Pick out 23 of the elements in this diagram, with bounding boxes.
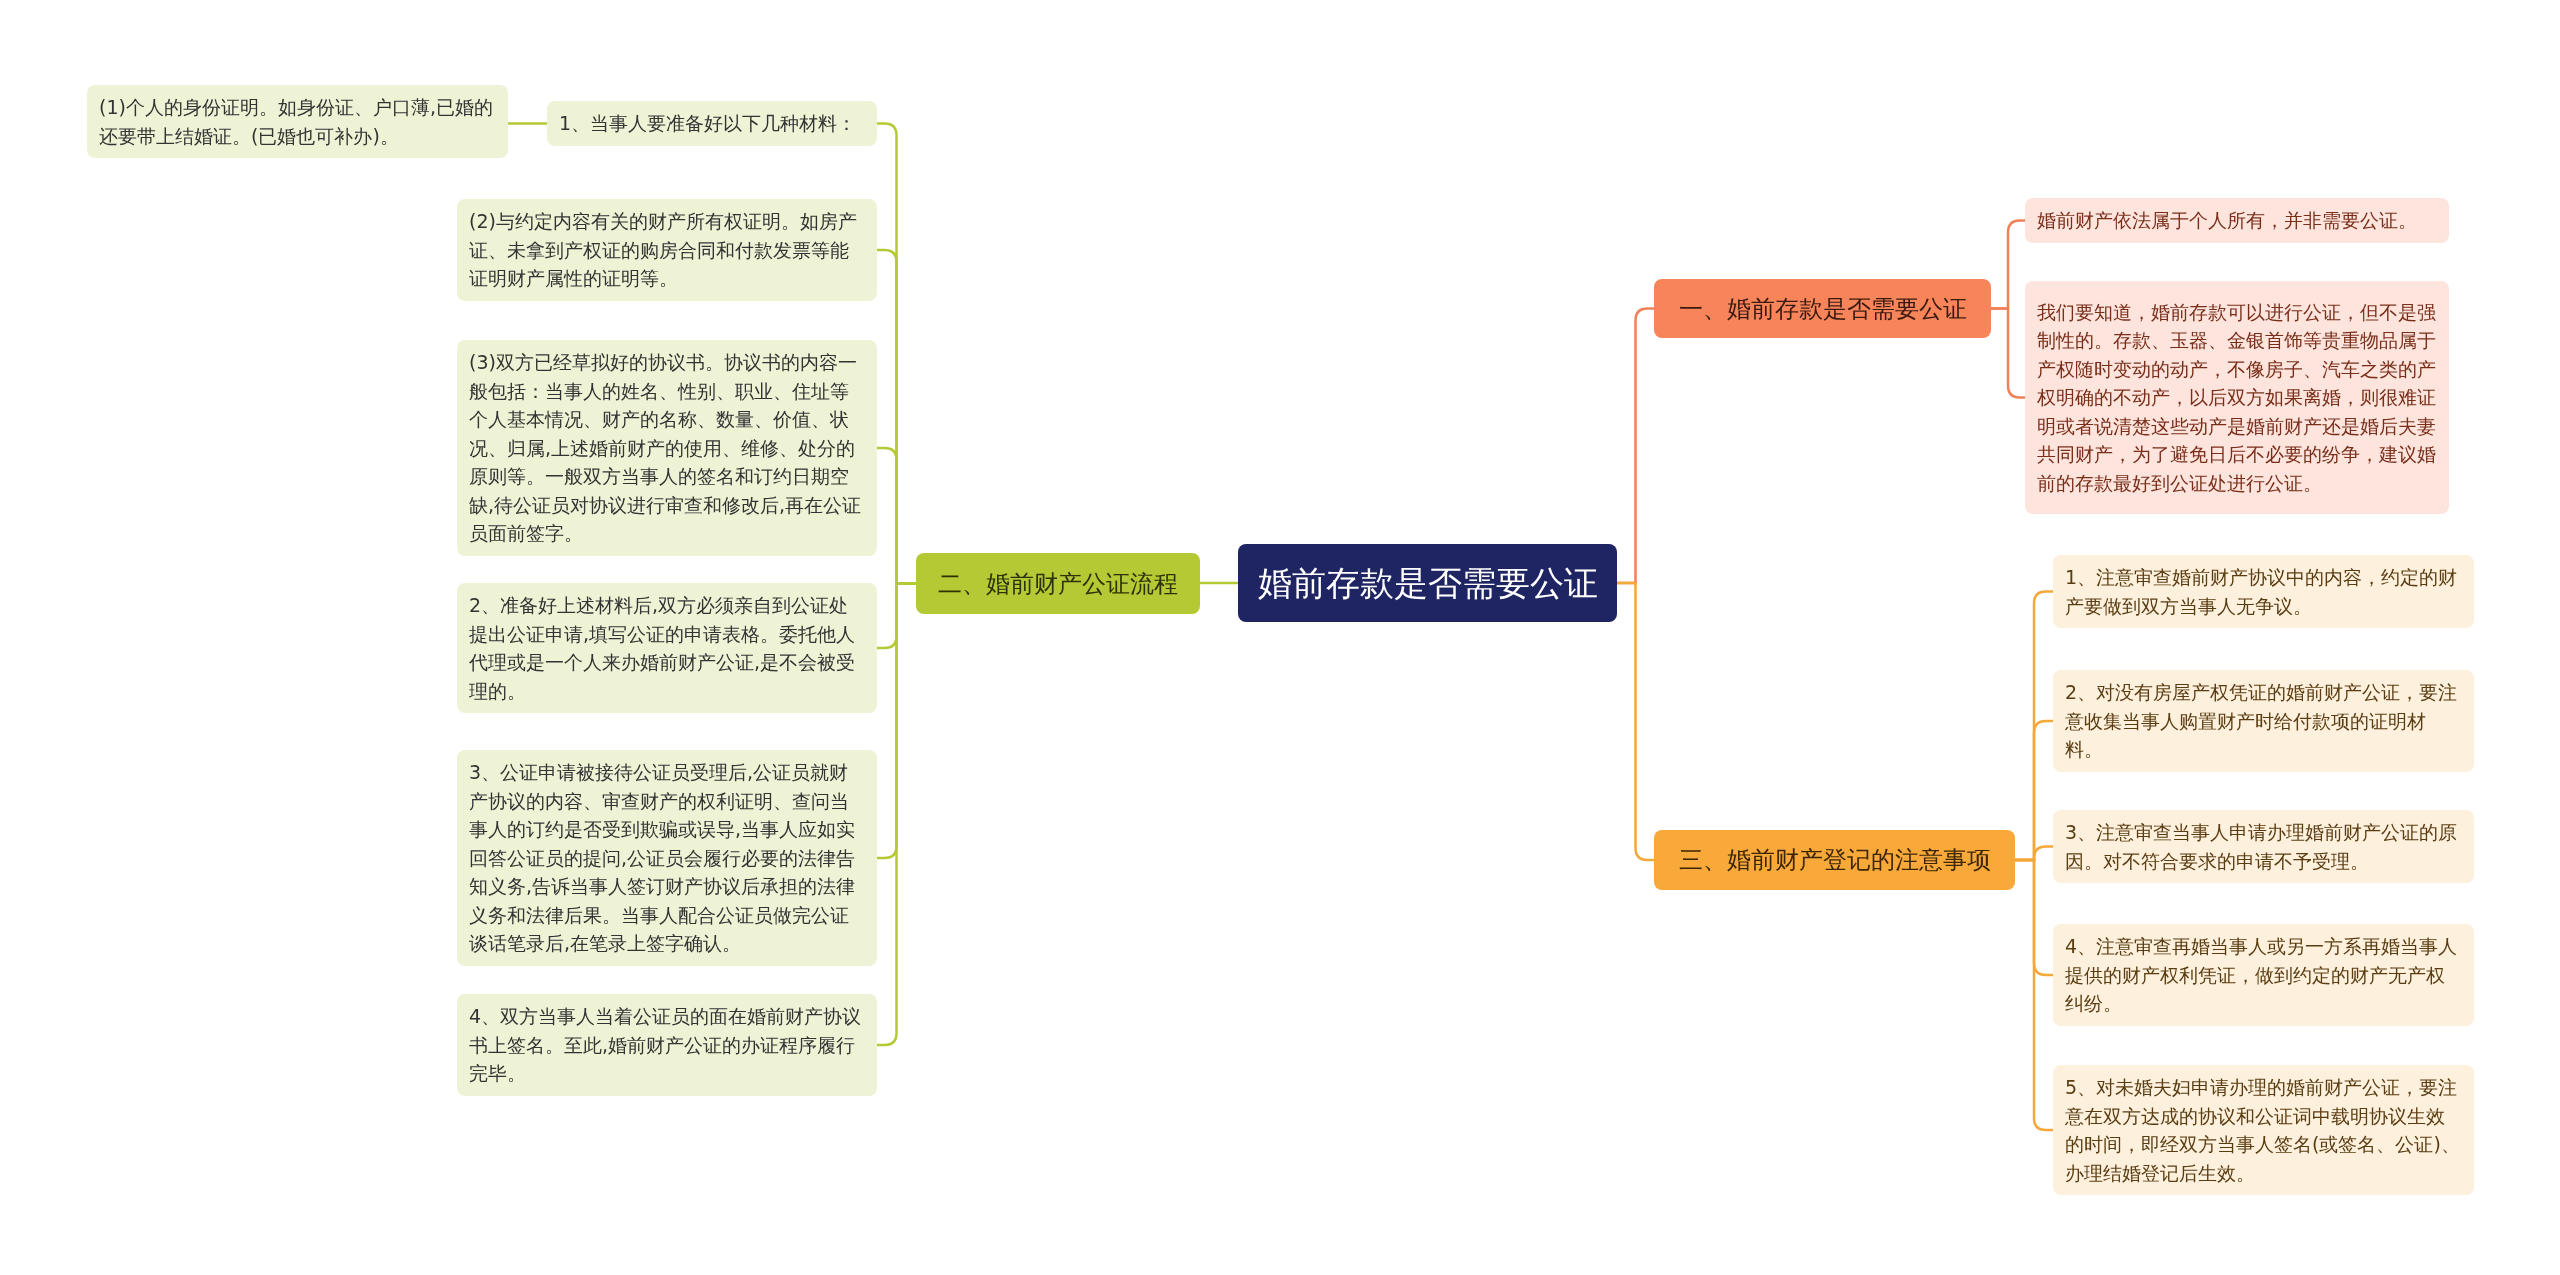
subtopic-box: 1、注意审查婚前财产协议中的内容，约定的财产要做到双方当事人无争议。 [2053,555,2474,628]
subtopic-box: 3、注意审查当事人申请办理婚前财产公证的原因。对不符合要求的申请不予受理。 [2053,810,2474,883]
subtopic-box: 1、当事人要准备好以下几种材料： [547,101,877,146]
connector-line [2015,858,2053,1132]
subtopic-box: 4、注意审查再婚当事人或另一方系再婚当事人提供的财产权利凭证，做到约定的财产无产权纠纷。 [2053,924,2474,1026]
root-topic-box: 婚前存款是否需要公证 [1238,544,1617,622]
subtopic-box: 5、对未婚夫妇申请办理的婚前财产公证，要注意在双方达成的协议和公证词中载明协议生效的时间，即经双方当事人签名(或签名、公证)、办理结婚登记后生效。 [2053,1065,2474,1195]
connector-line [1200,581,1238,585]
branch-topic-box: 三、婚前财产登记的注意事项 [1654,830,2015,890]
subtopic-box: 3、公证申请被接待公证员受理后,公证员就财产协议的内容、审查财产的权利证明、查问当事人的订约是否受到欺骗或误导,当事人应如实回答公证员的提问,公证员会履行必要的法律告知义务,告诉当事人签订财产协议后承担的法律义务和法律后果。当事人配合公证员做完公证谈话笔录后,在笔录上签字确认。 [457,750,877,966]
subtopic-box: 4、双方当事人当着公证员的面在婚前财产协议书上签名。至此,婚前财产公证的办证程序履行完毕。 [457,994,877,1096]
subtopic-box: (1)个人的身份证明。如身份证、户口薄,已婚的还要带上结婚证。(已婚也可补办)。 [87,85,508,158]
branch-topic-box: 一、婚前存款是否需要公证 [1654,279,1991,338]
subtopic-box: (3)双方已经草拟好的协议书。协议书的内容一般包括：当事人的姓名、性别、职业、住址等个人基本情况、财产的名称、数量、价值、状况、归属,上述婚前财产的使用、维修、处分的原则等。一般双方当事人的签名和订约日期空缺,待公证员对协议进行审查和修改后,再在公证员面前签字。 [457,340,877,556]
subtopic-box: 我们要知道，婚前存款可以进行公证，但不是强制性的。存款、玉器、金银首饰等贵重物品属于产权随时变动的动产，不像房子、汽车之类的产权明确的不动产，以后双方如果离婚，则很难证明或者说清楚这些动产是婚前财产还是婚后夫妻共同财产，为了避免日后不必要的纷争，建议婚前的存款最好到公证处进行公证。 [2025,281,2449,514]
subtopic-box: 婚前财产依法属于个人所有，并非需要公证。 [2025,198,2449,243]
connector-line [1617,581,1654,862]
connector-line [508,122,547,125]
branch-topic-box: 二、婚前财产公证流程 [916,553,1200,614]
connector-line [877,582,916,1047]
subtopic-box: 2、对没有房屋产权凭证的婚前财产公证，要注意收集当事人购置财产时给付款项的证明材料。 [2053,670,2474,772]
subtopic-box: (2)与约定内容有关的财产所有权证明。如房产证、未拿到产权证的购房合同和付款发票等能证明财产属性的证明等。 [457,199,877,301]
subtopic-box: 2、准备好上述材料后,双方必须亲自到公证处提出公证申请,填写公证的申请表格。委托他人代理或是一个人来办婚前财产公证,是不会被受理的。 [457,583,877,713]
